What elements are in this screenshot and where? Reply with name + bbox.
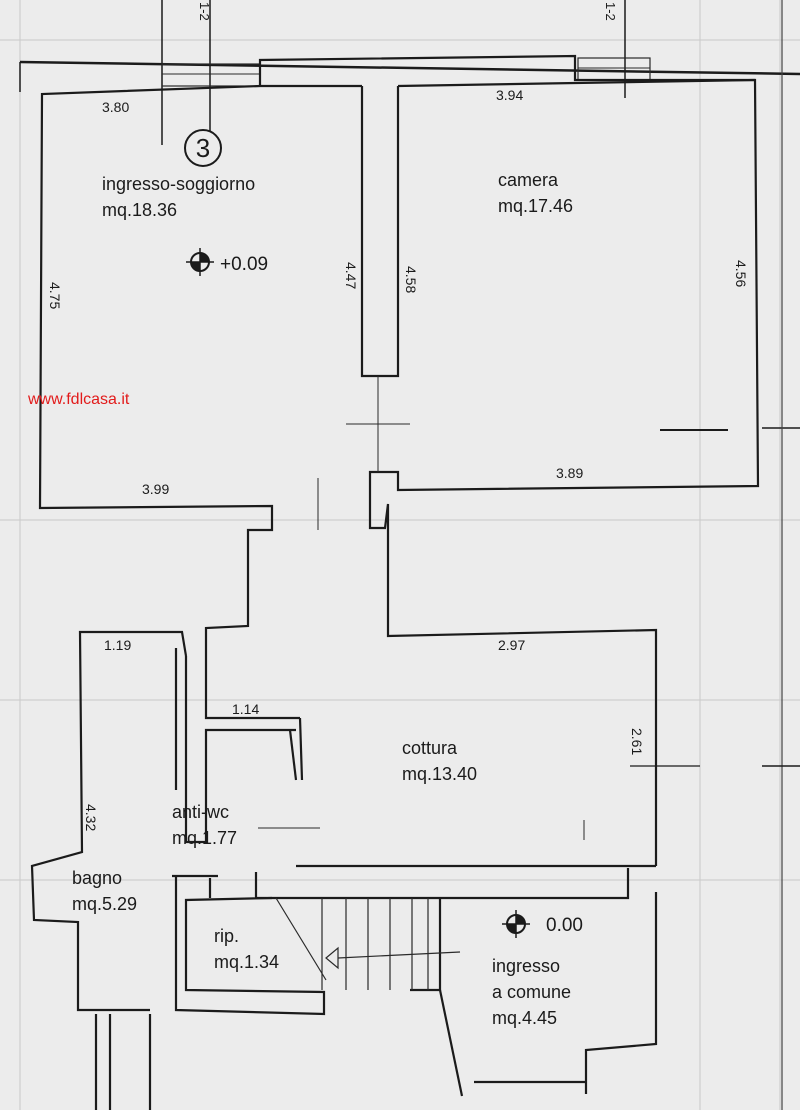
stairs [275,897,461,990]
section-marker-left: 1-2 [161,0,212,145]
dim-camera-top: 3.94 [496,87,523,103]
dim-camera-right: 4.56 [733,260,749,287]
watermark: www.fdlcasa.it [27,391,130,408]
room-area-antiwc: mq.1.77 [172,828,237,848]
site-lines [19,0,800,1110]
dim-soggiorno-left: 4.75 [47,282,63,309]
unit-number-circle [184,129,222,167]
dim-cottura-top: 2.97 [498,637,525,653]
room-name-rip: rip. [214,926,239,946]
dim-soggiorno-top: 3.80 [102,99,129,115]
room-name-cottura: cottura [402,738,458,758]
walls-lower [94,864,658,1110]
dim-soggiorno-right: 4.47 [343,262,359,289]
window-top-right [577,57,651,81]
room-name-ingresso-comune-1: ingresso [492,956,560,976]
room-name-bagno: bagno [72,868,122,888]
level-marker-icon [186,248,214,276]
room-area-bagno: mq.5.29 [72,894,137,914]
window-top-left [161,63,261,87]
level-ingresso-comune: 0.00 [546,915,583,936]
room-name-ingresso-comune-2: a comune [492,982,571,1002]
room-name-antiwc: anti-wc [172,802,229,822]
walls-upper [30,54,760,1012]
section-mark-right: 1-2 [603,2,618,21]
dim-bagno-top: 1.19 [104,637,131,653]
room-area-cottura: mq.13.40 [402,764,477,784]
level-soggiorno: +0.09 [220,254,268,275]
door-openings [258,376,728,840]
dim-camera-left: 4.58 [403,266,419,293]
room-area-soggiorno: mq.18.36 [102,200,177,220]
room-area-ingresso-comune: mq.4.45 [492,1008,557,1028]
dim-antiwc-top: 1.14 [232,701,259,717]
dim-cottura-right: 2.61 [629,728,645,755]
room-area-rip: mq.1.34 [214,952,279,972]
dim-bagno-left: 4.32 [83,804,99,831]
section-mark-left: 1-2 [197,2,212,21]
level-marker-icon [502,910,530,938]
room-name-camera: camera [498,170,559,190]
dim-camera-bottom: 3.89 [556,465,583,481]
unit-number: 3 [196,133,210,163]
dim-soggiorno-bottom: 3.99 [142,481,169,497]
room-area-camera: mq.17.46 [498,196,573,216]
room-name-soggiorno: ingresso-soggiorno [102,174,255,194]
